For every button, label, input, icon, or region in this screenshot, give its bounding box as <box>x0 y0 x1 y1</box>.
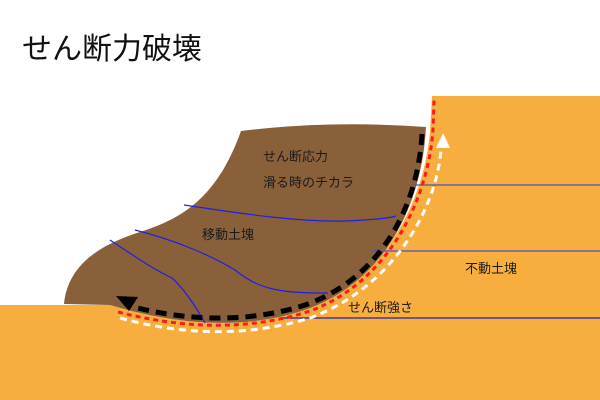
arrowhead-up-icon <box>436 133 450 148</box>
arrowhead-left-icon <box>116 296 138 311</box>
layer-line <box>109 239 206 324</box>
label-stable-mass: 不動土塊 <box>465 262 518 277</box>
label-shear-strength: せん断強さ <box>348 301 414 316</box>
label-moving-mass: 移動土塊 <box>202 228 255 243</box>
shear-strength-arrow <box>119 149 443 334</box>
stable-layer-lines <box>280 184 600 319</box>
label-shear-stress: せん断応力 <box>263 150 329 165</box>
layer-line <box>183 204 397 222</box>
page-title: せん断力破壊 <box>22 32 202 67</box>
moving-soil-mass <box>64 124 426 323</box>
shear-stress-arrow <box>129 133 425 321</box>
layer-line <box>134 229 329 294</box>
moving-layer-lines <box>109 204 397 324</box>
label-sliding-force: 滑る時のチカラ <box>263 176 355 191</box>
slip-surface <box>117 99 436 327</box>
